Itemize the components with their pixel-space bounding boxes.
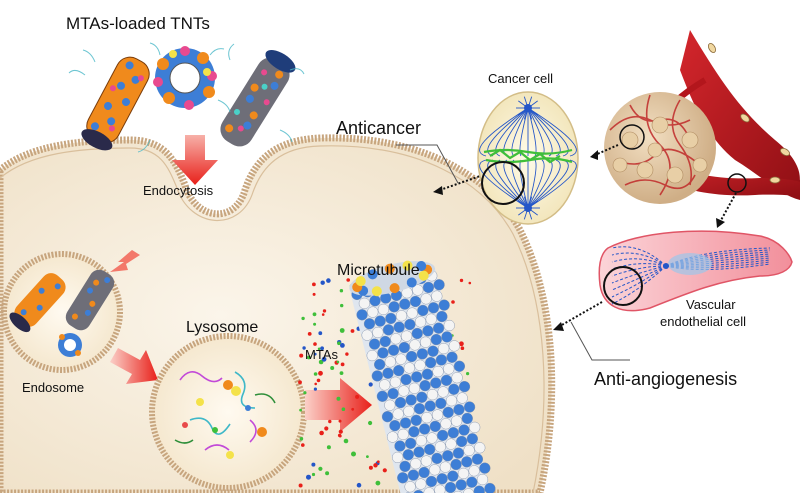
callout-lines (396, 144, 630, 361)
endosome-vesicle (1, 251, 123, 373)
lysosome-label: Lysosome (186, 319, 259, 336)
endocytosis-arrow (172, 135, 218, 185)
nanotube-right (220, 50, 296, 147)
vascular-label-line2: endothelial cell (660, 314, 747, 329)
endocytosis-label: Endocytosis (143, 183, 214, 198)
title-label: MTAs-loaded TNTs (66, 14, 210, 33)
anti-angiogenesis-label: Anti-angiogenesis (594, 369, 738, 389)
cancer-cell-mitosis (477, 91, 579, 225)
arrow-to-lysosome (110, 348, 158, 384)
nanotube-left (81, 56, 150, 151)
mtas-release-arrow (305, 378, 372, 432)
microtubule (349, 260, 496, 493)
endothelial-zoom-circle (603, 266, 643, 306)
tumor-zoom-circle (619, 124, 645, 150)
anticancer-label: Anticancer (336, 118, 422, 138)
vascular-label-line1: Vascular (686, 297, 736, 312)
microtubule-label: Microtubule (337, 262, 420, 279)
tnt-nanotubes-top (68, 42, 305, 153)
mtas-label: MTAs (305, 347, 338, 362)
endothelial-cell (598, 230, 793, 312)
cancer-cell-label: Cancer cell (488, 71, 554, 86)
dotted-arrowheads (433, 150, 725, 331)
vessel-zoom-circle (727, 173, 747, 193)
tumor (604, 92, 716, 204)
cancer-zoom-circle (481, 161, 525, 205)
endosome-label: Endosome (22, 380, 85, 395)
nanotube-ring (153, 46, 217, 110)
lysosome-vesicle (149, 333, 307, 491)
arrow-to-endosome (110, 250, 140, 272)
dotted-arrows (439, 144, 737, 327)
